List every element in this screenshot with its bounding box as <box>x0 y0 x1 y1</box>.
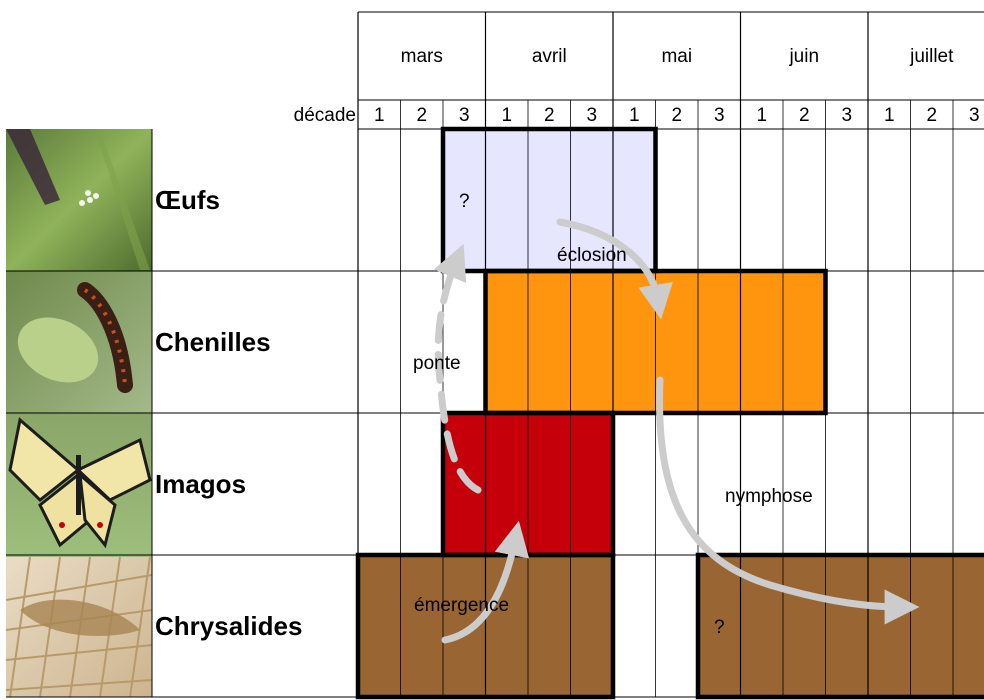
nymphose-label: nymphose <box>725 486 813 507</box>
month-label: mai <box>661 46 692 67</box>
eclosion-arrow <box>556 218 673 320</box>
month-label: avril <box>532 46 567 67</box>
month-label: mars <box>401 46 443 67</box>
decade-number: 2 <box>671 105 682 126</box>
eclosion-label: éclosion <box>557 245 627 266</box>
decade-number: 1 <box>756 105 767 126</box>
decade-number: 3 <box>586 105 597 126</box>
stage-label-chenilles: Chenilles <box>155 327 271 357</box>
decade-number: 2 <box>544 105 555 126</box>
decade-number: 3 <box>714 105 725 126</box>
month-label: juillet <box>909 46 954 67</box>
emergence-arrow <box>441 520 530 644</box>
decade-number: 2 <box>926 105 937 126</box>
photo-eggs <box>6 129 152 271</box>
decade-number: 2 <box>416 105 427 126</box>
decade-number: 1 <box>629 105 640 126</box>
decade-number: 3 <box>969 105 980 126</box>
decade-header-label: décade <box>294 105 356 126</box>
decade-number: 1 <box>374 105 385 126</box>
month-label: juin <box>788 46 819 67</box>
decade-number: 1 <box>501 105 512 126</box>
photo-butterfly <box>6 413 152 557</box>
decade-number: 3 <box>459 105 470 126</box>
decade-number: 1 <box>884 105 895 126</box>
transition-arrows <box>433 218 920 644</box>
photo-caterpillar <box>6 271 152 413</box>
decade-number: 2 <box>799 105 810 126</box>
period-outline-chenilles <box>483 268 828 416</box>
uncertainty-mark: ? <box>459 191 470 212</box>
period-outline-chrysalides <box>695 552 984 700</box>
photo-chrysalis <box>5 556 153 698</box>
nymphose-arrow <box>656 376 920 625</box>
emergence-label: émergence <box>414 595 509 616</box>
ponte-arrow <box>433 243 482 494</box>
uncertainty-mark: ? <box>714 617 725 638</box>
period-outline-chrysalides <box>355 552 616 700</box>
stage-label-chrysalides: Chrysalides <box>155 611 302 641</box>
stage-label-imagos: Imagos <box>155 469 246 499</box>
stage-label-oeufs: Œufs <box>155 185 220 215</box>
ponte-label: ponte <box>413 353 461 374</box>
decade-number: 3 <box>841 105 852 126</box>
